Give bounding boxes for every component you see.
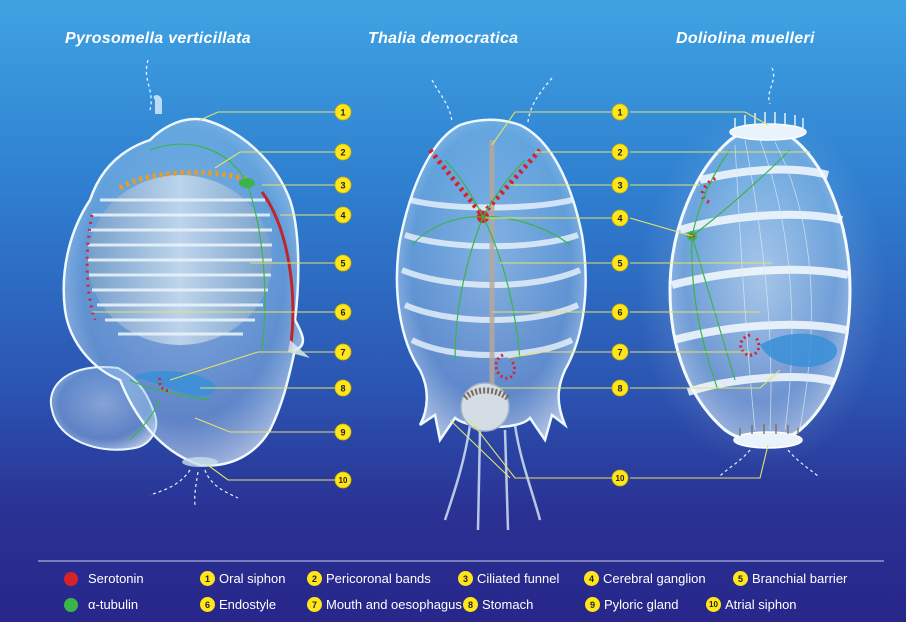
legend-item-label: Branchial barrier	[752, 571, 847, 586]
number-badge-icon: 3	[458, 571, 473, 586]
legend-item-5: 5 Branchial barrier	[733, 571, 847, 586]
number-badge-icon: 10	[706, 597, 721, 612]
legend-item-6: 6 Endostyle	[200, 597, 276, 612]
thalia-illustration	[397, 78, 586, 530]
legend-tubulin-label: α-tubulin	[88, 597, 138, 612]
legend-item-label: Cerebral ganglion	[603, 571, 706, 586]
title-doliolina: Doliolina muelleri	[676, 30, 815, 48]
legend-item-label: Pyloric gland	[604, 597, 678, 612]
pyrosomella-illustration	[51, 60, 310, 505]
callout-number: 5	[340, 259, 345, 269]
legend-item-1: 1 Oral siphon	[200, 571, 285, 586]
legend-row-1: Serotonin 1 Oral siphon 2 Pericoronal ba…	[0, 571, 906, 591]
callout-number: 7	[617, 348, 622, 358]
callout-number: 8	[617, 384, 622, 394]
number-badge-icon: 4	[584, 571, 599, 586]
legend-item-7: 7 Mouth and oesophagus	[307, 597, 462, 612]
callouts-thalia	[612, 104, 628, 486]
legend-item-label: Ciliated funnel	[477, 571, 559, 586]
pyrosomella-tip	[154, 95, 162, 114]
pyrosomella-outflow-arrows	[150, 470, 238, 505]
legend-item-10: 10 Atrial siphon	[706, 597, 797, 612]
callout-number: 10	[339, 476, 348, 485]
legend-item-2: 2 Pericoronal bands	[307, 571, 431, 586]
callout-number: 10	[616, 474, 625, 483]
number-badge-icon: 7	[307, 597, 322, 612]
number-badge-icon: 8	[463, 597, 478, 612]
callout-number: 5	[617, 259, 622, 269]
legend-item-label: Pericoronal bands	[326, 571, 431, 586]
legend-item-4: 4 Cerebral ganglion	[584, 571, 706, 586]
legend-item-label: Endostyle	[219, 597, 276, 612]
number-badge-icon: 1	[200, 571, 215, 586]
number-badge-icon: 5	[733, 571, 748, 586]
callout-number: 1	[340, 108, 345, 118]
legend-item-9: 9 Pyloric gland	[585, 597, 678, 612]
doliolina-illustration	[637, 68, 887, 476]
doliolina-inflow-arrow	[769, 68, 774, 104]
doliolina-oral-siphon	[730, 124, 806, 140]
legend-item-8: 8 Stomach	[463, 597, 533, 612]
callout-number: 4	[340, 211, 345, 221]
callout-number: 6	[617, 308, 622, 318]
number-badge-icon: 6	[200, 597, 215, 612]
legend-item-label: Oral siphon	[219, 571, 285, 586]
legend-serotonin: Serotonin	[64, 571, 144, 586]
legend-serotonin-label: Serotonin	[88, 571, 144, 586]
pyrosomella-inflow-arrow	[146, 60, 151, 110]
legend-row-2: α-tubulin 6 Endostyle 7 Mouth and oesoph…	[0, 597, 906, 617]
callout-number: 2	[340, 148, 345, 158]
callout-number: 3	[340, 181, 345, 191]
tubulin-dot-icon	[64, 598, 78, 612]
callout-number: 9	[340, 428, 345, 438]
callout-number: 6	[340, 308, 345, 318]
legend-item-label: Stomach	[482, 597, 533, 612]
pyrosomella-atrial-opening	[182, 457, 218, 467]
legend-item-label: Atrial siphon	[725, 597, 797, 612]
legend-item-label: Mouth and oesophagus	[326, 597, 462, 612]
serotonin-dot-icon	[64, 572, 78, 586]
legend-item-3: 3 Ciliated funnel	[458, 571, 559, 586]
number-badge-icon: 2	[307, 571, 322, 586]
callout-number: 7	[340, 348, 345, 358]
thalia-inflow-arrows	[432, 78, 552, 122]
legend-tubulin: α-tubulin	[64, 597, 138, 612]
number-badge-icon: 9	[585, 597, 600, 612]
callout-number: 2	[617, 148, 622, 158]
callout-number: 8	[340, 384, 345, 394]
callout-number: 3	[617, 181, 622, 191]
callout-number: 4	[617, 214, 622, 224]
callout-number: 1	[617, 108, 622, 118]
title-pyrosomella: Pyrosomella verticillata	[65, 30, 251, 48]
title-thalia: Thalia democratica	[368, 30, 518, 48]
